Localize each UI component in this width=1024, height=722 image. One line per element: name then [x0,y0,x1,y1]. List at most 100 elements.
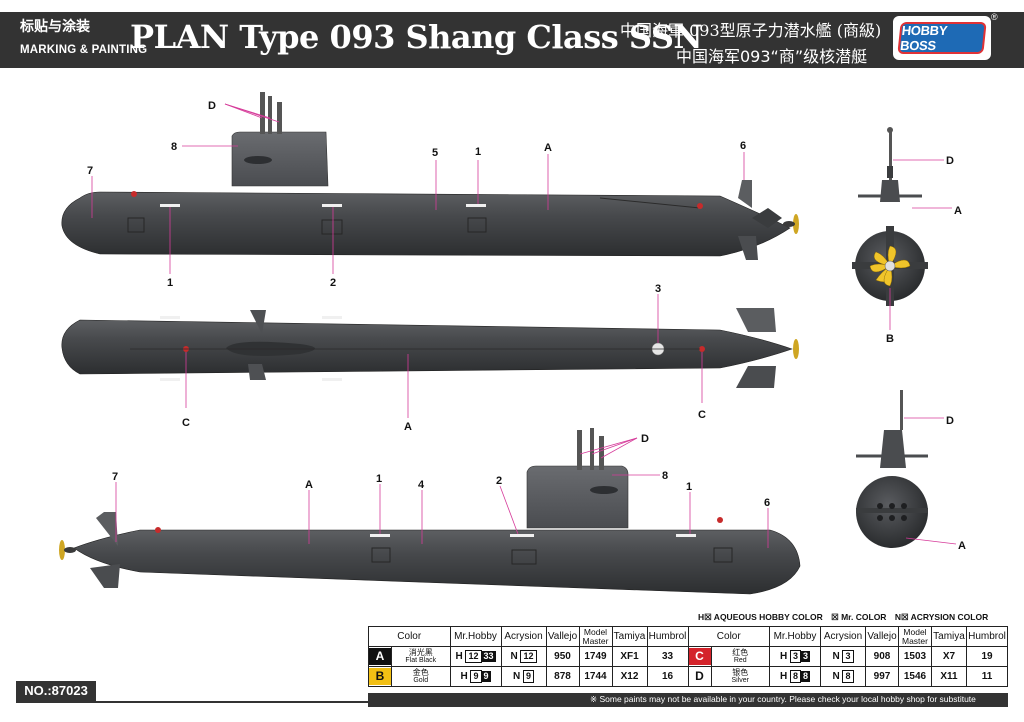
callout-6: 6 [740,140,746,152]
header-bar: 标贴与涂装 MARKING & PAINTING PLAN Type 093 S… [0,12,1024,68]
marking-title-en: MARKING & PAINTING [20,44,148,56]
paint-name-en: Gold [413,676,429,684]
callout-2: 2 [330,277,336,289]
callout-A: A [544,142,552,154]
tamiya-code: X11 [931,666,967,687]
side-view-starboard: D 8 7 A 1 4 2 1 6 [59,428,801,595]
mr-code: 3 [801,651,811,662]
paint-name-en: Silver [731,676,749,684]
vallejo-code: 908 [865,646,899,667]
marking-title-cn: 标贴与涂装 [20,18,90,34]
callout-D: D [946,155,954,167]
header-tamiya: Tamiya [611,626,648,647]
callout-7: 7 [112,471,118,483]
callout-6: 6 [764,497,770,509]
callout-B: B [886,333,894,345]
header-humbrol: Humbrol [966,626,1008,647]
callout-2: 2 [496,475,502,487]
tamiya-code: XF1 [611,646,648,667]
header-color: Color [368,626,451,647]
callout-A: A [305,479,313,491]
vallejo-code: 878 [545,666,580,687]
header-vallejo: Vallejo [865,626,899,647]
callout-4: 4 [418,479,425,491]
callout-1: 1 [686,481,692,493]
top-view: 3 C A C [61,283,799,433]
callout-8: 8 [662,470,668,482]
callout-A: A [958,540,966,552]
callout-D: D [208,100,216,112]
humbrol-code: 33 [646,646,689,667]
mr-code: 8 [801,671,811,682]
callout-A: A [404,421,412,433]
paint-name-cn: 金色 [412,667,429,677]
hobby-code: 8 [789,670,801,683]
legend-acrysion-color: N☒ ACRYSION COLOR [894,612,989,622]
kit-number: NO.:87023 [16,681,96,701]
callout-3: 3 [655,283,661,295]
acrysion-code: 12 [520,650,537,663]
paint-name-cn: 红色 [732,647,749,657]
logo-text: HOBBY BOSS [899,23,948,53]
model-master-code: 1749 [578,646,613,667]
callout-1: 1 [376,473,382,485]
side-view-port: D 8 7 5 1 A 6 1 2 [61,92,799,289]
paint-name-en: Flat Black [405,656,437,664]
callout-C: C [698,409,706,421]
swatch-B: B [369,668,391,685]
model-master-code: 1503 [898,646,932,667]
paint-name-en: Red [733,656,747,664]
callout-7: 7 [87,165,93,177]
bow-view: D A [856,390,966,552]
vallejo-code: 997 [865,666,899,687]
header-vallejo: Vallejo [545,626,580,647]
tamiya-code: X7 [931,646,967,667]
header-mr-hobby: Mr.Hobby [449,626,502,647]
header-tamiya: Tamiya [931,626,967,647]
stern-view: D A B [852,127,962,345]
header-color: Color [687,626,770,647]
mr-code: 33 [481,651,496,662]
callout-8: 8 [171,141,177,153]
mr-code: 9 [481,671,491,682]
callout-D: D [641,433,649,445]
callout-A: A [954,205,962,217]
swatch-C: C [688,648,711,665]
submarine-drawings: D 8 7 5 1 A 6 1 2 [59,92,966,595]
humbrol-code: 11 [966,666,1008,687]
acrysion-code: 8 [842,670,854,683]
header-acrysion: Acrysion [820,626,866,647]
paint-table-header: Color Mr.Hobby Acrysion Vallejo Model Ma… [368,626,1008,647]
callout-5: 5 [432,147,438,159]
paint-name-cn: 银色 [732,667,749,677]
tamiya-code: X12 [611,666,648,687]
callout-C: C [182,417,190,429]
callout-D: D [946,415,954,427]
legend-hobby-color: H☒ AQUEOUS HOBBY COLOR [698,612,823,622]
header-model-master: Model Master [578,626,613,647]
paint-name-cn: 消光黑 [408,647,433,657]
swatch-A: A [369,648,391,665]
registered-mark: ® [991,12,998,22]
model-master-code: 1546 [898,666,932,687]
acrysion-code: 3 [842,650,854,663]
vallejo-code: 950 [545,646,580,667]
hobby-code: 3 [789,650,801,663]
header-model-master: Model Master [898,626,932,647]
paint-legend: H☒ AQUEOUS HOBBY COLOR ☒ Mr. COLOR N☒ AC… [698,612,994,623]
header-humbrol: Humbrol [646,626,689,647]
footer-note-bar [368,693,1008,707]
footer-note: ※ Some paints may not be available in yo… [590,694,976,704]
model-title-cn: 中国海军093“商”级核潜艇 [676,47,868,66]
humbrol-code: 19 [966,646,1008,667]
acrysion-code: 9 [522,670,534,683]
legend-mr-color: ☒ Mr. COLOR [831,612,887,622]
humbrol-code: 16 [646,666,689,687]
model-title-jp: 中国海軍 093型原子力潜水艦 (商級) [620,21,882,40]
callout-1: 1 [167,277,173,289]
callout-1: 1 [475,146,481,158]
swatch-D: D [688,668,711,685]
